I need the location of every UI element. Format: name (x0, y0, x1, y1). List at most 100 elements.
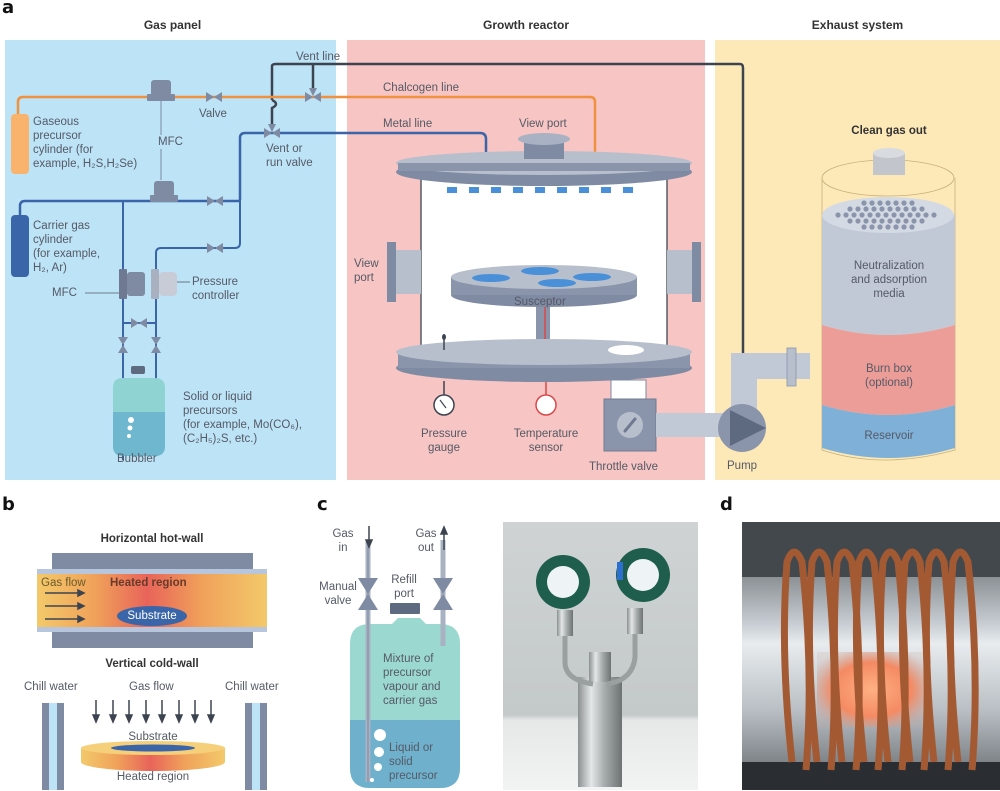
media-label: Neutralization and adsorption media (850, 260, 928, 300)
media-hole (895, 206, 901, 212)
clean-gas-out-label: Clean gas out (851, 125, 927, 137)
media-hole (915, 212, 921, 218)
manual-valve-in-icon (358, 578, 378, 610)
burn-box-label: Burn box (optional) (865, 363, 913, 389)
pipe-flange (786, 347, 797, 387)
cvd-system-diagram (5, 40, 1000, 480)
vent-or-run-valve-icon (264, 124, 280, 138)
susceptor-label: Susceptor (514, 296, 566, 308)
pressure-gauge-label: Pressure gauge (420, 428, 468, 454)
media-hole (911, 206, 917, 212)
induction-coil-photo (742, 522, 1000, 790)
media-hole (907, 212, 913, 218)
substrate-h-label: Substrate (127, 610, 177, 622)
valve-label: Valve (199, 108, 227, 120)
metal-line-label: Metal line (383, 118, 433, 130)
gas-out-label: Gas out (415, 528, 437, 554)
scrubber-tower (821, 148, 956, 461)
media-hole (895, 218, 901, 224)
heated-region-v-label: Heated region (116, 771, 190, 783)
pressure-controller-label: Pressure controller (192, 276, 240, 302)
chill-water-right-icon (245, 703, 267, 790)
view-port-top-label: View port (519, 118, 567, 130)
valve-bubbler-in-icon (118, 337, 128, 353)
bubbler-icon (113, 366, 165, 456)
gas-out-arrow-icon (439, 525, 449, 550)
media-hole (931, 212, 937, 218)
vent-line (270, 62, 745, 355)
media-hole (847, 206, 853, 212)
media-hole (885, 200, 891, 206)
manual-valve-out-icon (433, 578, 453, 610)
temperature-sensor-icon (535, 382, 557, 416)
gas-in-arrow-icon (364, 526, 374, 549)
media-hole (847, 218, 853, 224)
refill-port-label: Refill port (391, 574, 417, 600)
bubbles-icon (370, 729, 386, 782)
exhaust-system-title: Exhaust system (811, 18, 904, 32)
mfc-top-icon (147, 80, 175, 101)
substrate-v-label: Substrate (128, 731, 178, 743)
media-hole (903, 218, 909, 224)
refill-port-icon (390, 603, 420, 614)
gaseous-cylinder-icon (11, 114, 29, 174)
bubbler-cylinder-photo (578, 677, 622, 787)
bubbler-photo (503, 522, 698, 790)
heated-region-h-label: Heated region (110, 577, 187, 589)
media-hole (835, 212, 841, 218)
media-hole (887, 206, 893, 212)
media-hole (903, 206, 909, 212)
metal-line (238, 131, 488, 200)
pressure-controller-icon (151, 269, 177, 299)
valve-carrier-icon (207, 196, 223, 206)
panel-letter-c: c (317, 494, 328, 515)
media-hole (911, 218, 917, 224)
media-hole (861, 224, 867, 230)
vent-line-label: Vent line (296, 51, 341, 63)
gas-flow-v-label: Gas flow (129, 681, 174, 693)
media-hole (919, 218, 925, 224)
media-hole (871, 206, 877, 212)
reservoir-label: Reservoir (864, 430, 914, 442)
media-hole (901, 224, 907, 230)
horizontal-hotwall-title: Horizontal hot-wall (100, 533, 204, 545)
manual-valve-label: Manual valve (319, 581, 357, 607)
mfc-top-label: MFC (158, 135, 183, 149)
gas-in-label: Gas in (332, 528, 354, 554)
media-hole (909, 224, 915, 230)
media-hole (861, 200, 867, 206)
valve-pressure-icon (207, 243, 223, 253)
media-hole (863, 206, 869, 212)
bubbler-schematic (350, 525, 460, 788)
media-hole (877, 224, 883, 230)
media-holes (835, 200, 937, 230)
media-hole (859, 212, 865, 218)
carrier-cylinder-icon (11, 215, 29, 277)
media-hole (879, 206, 885, 212)
media-hole (893, 224, 899, 230)
valve-vent-icon (305, 88, 321, 102)
showerhead-nozzles (447, 187, 633, 193)
pump-icon (718, 404, 766, 452)
valve-handle-right-photo (616, 548, 670, 602)
view-port-side-right-icon (667, 242, 701, 302)
mfc-bottom-label: MFC (52, 287, 77, 299)
media-hole (899, 212, 905, 218)
pump-label: Pump (727, 460, 758, 472)
reactor-base (396, 334, 692, 382)
carrier-cylinder-label: Carrier gas cylinder (for example, H₂, A… (33, 220, 101, 274)
media-hole (843, 212, 849, 218)
valve-handle-left-photo (536, 555, 590, 609)
media-hole (871, 218, 877, 224)
gaseous-cylinder-label: Gaseous precursor cylinder (for example,… (33, 116, 138, 170)
throttle-valve-icon (603, 379, 657, 452)
susceptor-icon (451, 265, 637, 352)
bubbler-label: Bubbler (117, 453, 157, 465)
chill-water-left-icon (42, 703, 64, 790)
media-hole (883, 212, 889, 218)
media-hole (891, 212, 897, 218)
chill-water-left-label: Chill water (24, 681, 78, 693)
reactor-types-diagram (37, 553, 267, 790)
view-port-side-left-icon (387, 242, 421, 302)
media-hole (851, 212, 857, 218)
